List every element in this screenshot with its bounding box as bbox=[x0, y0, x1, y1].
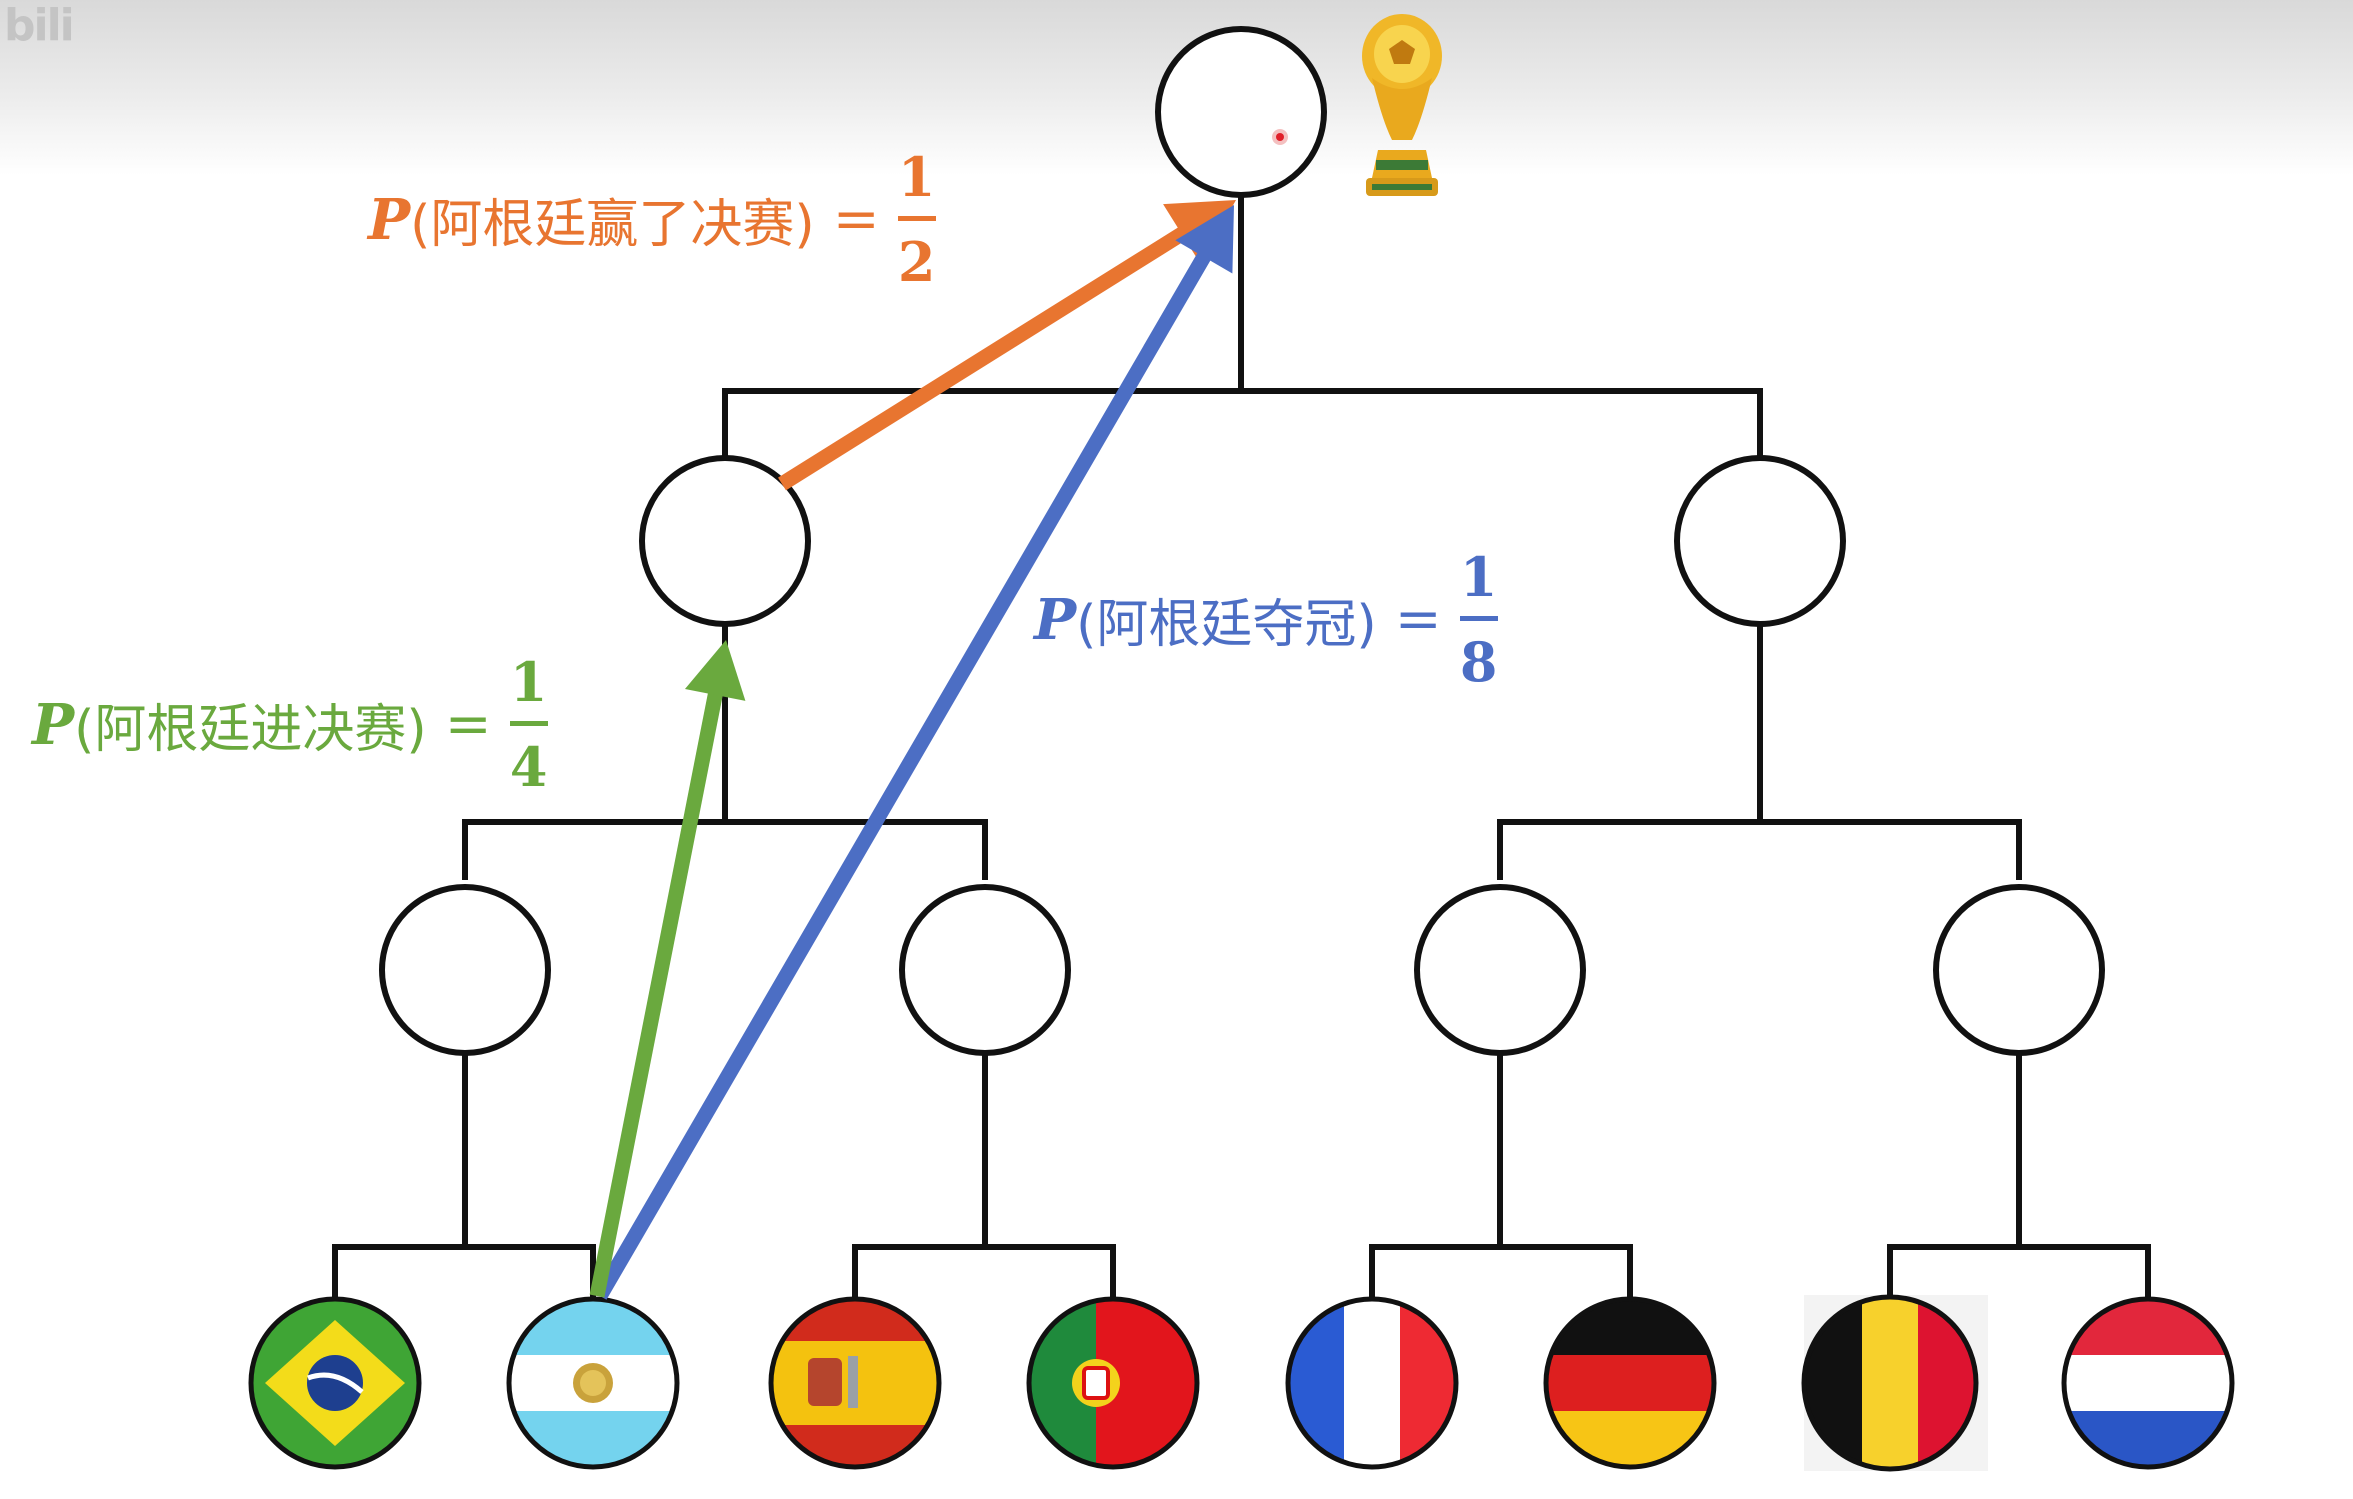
fraction-bar bbox=[509, 721, 548, 726]
trophy-icon bbox=[1362, 14, 1442, 196]
bracket-connector bbox=[462, 819, 988, 880]
label-reach-final-den: 4 bbox=[509, 735, 548, 799]
quarterfinal-node bbox=[1414, 884, 1586, 1056]
label-champion-den: 8 bbox=[1459, 630, 1498, 694]
probability-arrows bbox=[589, 200, 1236, 1300]
label-final-win-fraction: 1 2 bbox=[897, 145, 936, 294]
label-final-win-den: 2 bbox=[897, 230, 936, 294]
label-final-win-eq: = bbox=[832, 187, 880, 252]
label-champion-p: P bbox=[1034, 586, 1077, 653]
label-champion-eq: = bbox=[1394, 587, 1442, 652]
bracket-nodes bbox=[379, 26, 2105, 1056]
flag-france bbox=[1285, 1296, 1459, 1470]
label-final-win-p: P bbox=[368, 186, 411, 253]
label-champion: P (阿根廷夺冠) = 1 8 bbox=[1034, 550, 1498, 689]
label-champion-text: (阿根廷夺冠) bbox=[1076, 595, 1377, 655]
label-reach-final-p: P bbox=[32, 691, 75, 758]
flag-brazil bbox=[248, 1296, 422, 1470]
fraction-bar bbox=[897, 216, 936, 221]
quarterfinal-node bbox=[1933, 884, 2105, 1056]
final-node bbox=[1155, 26, 1327, 198]
bracket-connector bbox=[332, 1244, 596, 1298]
flag-germany bbox=[1543, 1296, 1717, 1470]
label-champion-num: 1 bbox=[1459, 545, 1498, 609]
fraction-bar bbox=[1459, 616, 1498, 621]
arrow-reach-final-head bbox=[684, 640, 746, 701]
bracket-connector bbox=[852, 1244, 1116, 1298]
label-reach-final-fraction: 1 4 bbox=[509, 650, 548, 799]
label-reach-final-eq: = bbox=[444, 692, 492, 757]
watermark: bili bbox=[4, 0, 75, 51]
bracket-connector bbox=[1887, 1244, 2151, 1298]
label-final-win: P (阿根廷赢了决赛) = 1 2 bbox=[368, 150, 936, 289]
flag-argentina bbox=[506, 1296, 680, 1470]
arrow-champion bbox=[593, 205, 1234, 1300]
arrow-champion-head bbox=[1175, 205, 1234, 274]
arrow-champion-shaft bbox=[593, 249, 1213, 1300]
arrow-reach-final bbox=[589, 640, 746, 1298]
bracket-connector bbox=[1369, 1244, 1633, 1298]
flag-portugal bbox=[1026, 1296, 1200, 1470]
arrow-final-win-shaft bbox=[778, 225, 1190, 491]
flag-spain bbox=[768, 1296, 942, 1470]
label-final-win-text: (阿根廷赢了决赛) bbox=[410, 195, 815, 255]
quarterfinal-node bbox=[899, 884, 1071, 1056]
label-reach-final-text: (阿根廷进决赛) bbox=[74, 700, 427, 760]
quarterfinal-node bbox=[379, 884, 551, 1056]
label-final-win-num: 1 bbox=[897, 145, 936, 209]
label-champion-fraction: 1 8 bbox=[1459, 545, 1498, 694]
cursor-dot-icon bbox=[1272, 129, 1288, 145]
semifinal-node-right bbox=[1674, 455, 1846, 627]
arrow-reach-final-shaft bbox=[589, 689, 724, 1298]
label-reach-final: P (阿根廷进决赛) = 1 4 bbox=[32, 655, 548, 794]
flag-netherlands bbox=[2061, 1296, 2235, 1470]
flag-belgium bbox=[1801, 1294, 1988, 1472]
bracket-lines bbox=[332, 196, 2151, 1298]
semifinal-node-left bbox=[639, 455, 811, 627]
bracket-connector bbox=[1497, 819, 2022, 880]
label-reach-final-num: 1 bbox=[509, 650, 548, 714]
